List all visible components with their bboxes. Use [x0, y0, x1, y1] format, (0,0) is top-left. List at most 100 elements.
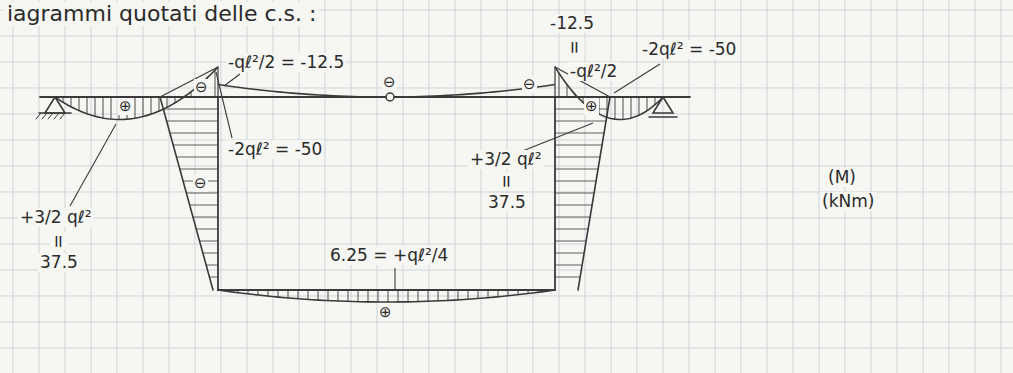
grid-line	[117, 0, 118, 373]
hatch-line	[328, 290, 329, 301]
hatch-line	[458, 290, 459, 300]
hatch-line	[159, 97, 160, 111]
grid-line	[0, 322, 1013, 323]
grid-line	[637, 0, 638, 373]
hatch-line	[468, 290, 469, 299]
pin-support	[45, 97, 65, 113]
hatch-line	[348, 290, 349, 301]
hatch-line	[278, 290, 279, 297]
dimension-label: -qℓ²/2 = -12.5	[226, 53, 346, 72]
grid-line	[403, 0, 404, 373]
hatch-line	[167, 97, 168, 107]
hatch-line	[206, 265, 218, 266]
hatch-line	[559, 73, 560, 97]
hatch-line	[555, 109, 608, 110]
hatch-line	[615, 97, 616, 119]
sign-mark: ⊕	[378, 304, 393, 321]
moment-line	[160, 67, 218, 97]
roller-support	[653, 97, 673, 113]
grid-line	[559, 0, 560, 373]
ground-hatch	[54, 113, 59, 119]
grid-line	[0, 140, 1013, 141]
hatch-line	[196, 229, 218, 230]
hatch-line	[555, 157, 600, 158]
hatch-line	[193, 217, 218, 218]
dimension-label: -2qℓ² = -50	[226, 140, 324, 159]
grid-line	[39, 0, 40, 373]
moment-line	[578, 97, 610, 290]
leader-line	[224, 74, 240, 86]
hatch-line	[478, 290, 479, 298]
grid-line	[897, 0, 898, 373]
hatch-line	[631, 97, 632, 118]
hatch-line	[203, 253, 218, 254]
hatch-line	[555, 265, 582, 266]
hatch-line	[103, 97, 104, 118]
grid-line	[871, 0, 872, 373]
grid-line	[351, 0, 352, 373]
dimension-label: -12.5	[548, 14, 596, 33]
moment-curve	[55, 67, 218, 120]
sign-mark: ⊖	[382, 74, 397, 91]
hatch-line	[599, 97, 600, 114]
moment-curve	[218, 290, 555, 302]
hatch-line	[488, 290, 489, 298]
grid-line	[0, 244, 1013, 245]
hatch-line	[398, 290, 399, 302]
hatch-line	[555, 205, 592, 206]
hatch-line	[388, 290, 389, 302]
hatch-line	[71, 97, 72, 107]
hatch-line	[200, 241, 218, 242]
hatch-line	[180, 169, 218, 170]
moment-ordinate	[554, 67, 555, 97]
hatch-line	[555, 217, 590, 218]
dimension-label: (M)	[826, 168, 858, 187]
grid-line	[0, 270, 1013, 271]
ground-hatch	[60, 113, 65, 119]
dimension-label: -qℓ²/2	[568, 62, 619, 81]
dimension-label: =	[566, 38, 585, 56]
hatch-line	[555, 121, 606, 122]
frame-column	[217, 97, 219, 290]
grid-line	[0, 88, 1013, 89]
sign-mark: ⊖	[194, 79, 209, 96]
hatch-line	[95, 97, 96, 116]
frame-column	[554, 97, 556, 290]
hatch-line	[555, 253, 584, 254]
leader-line	[520, 123, 593, 152]
ground-hatch	[42, 113, 47, 119]
hatch-line	[288, 290, 289, 298]
hatch-line	[151, 97, 152, 114]
hatch-line	[215, 70, 216, 97]
grid-line	[169, 0, 170, 373]
ground-line	[649, 116, 677, 118]
grid-line	[91, 0, 92, 373]
ground-hatch	[48, 113, 53, 119]
leader-line	[216, 72, 232, 138]
frame-and-diagram	[36, 64, 690, 302]
grid-line	[949, 0, 950, 373]
grid-line	[533, 0, 534, 373]
grid-line	[0, 62, 1013, 63]
hatch-line	[170, 133, 218, 134]
leader-line	[70, 124, 116, 206]
grid-line	[481, 0, 482, 373]
hatch-line	[408, 290, 409, 302]
hatch-line	[555, 181, 596, 182]
sign-mark: ⊕	[118, 98, 133, 115]
hatch-line	[135, 97, 136, 118]
hatch-line	[567, 85, 568, 97]
frame-beam	[218, 289, 555, 291]
hatch-line	[186, 193, 218, 194]
grid-line	[455, 0, 456, 373]
hatch-line	[143, 97, 144, 117]
hatch-line	[298, 290, 299, 299]
hatch-line	[176, 157, 218, 158]
hatch-line	[418, 290, 419, 302]
hatch-line	[167, 121, 218, 122]
sign-mark: ⊕	[584, 98, 599, 115]
hatch-line	[308, 290, 309, 299]
dimension-label: -2qℓ² = -50	[640, 40, 738, 59]
hatch-line	[555, 145, 602, 146]
